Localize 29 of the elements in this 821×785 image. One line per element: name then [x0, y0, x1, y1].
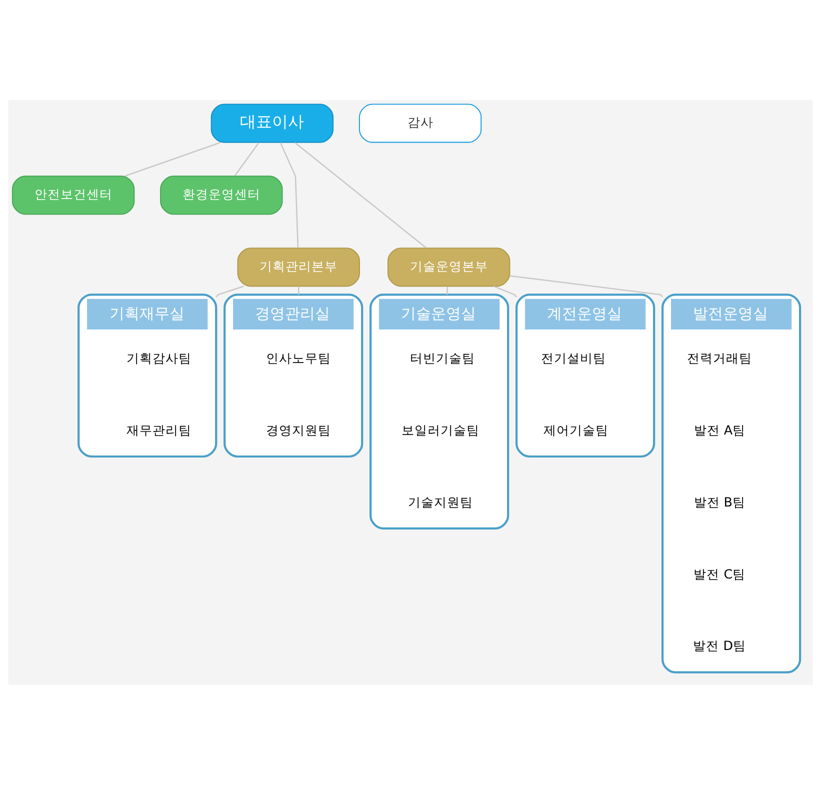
connector: [298, 286, 300, 295]
node-text: 발전 D팀: [693, 638, 746, 654]
node-text: 경영지원팀: [266, 422, 332, 438]
node-text: 기획감사팀: [126, 350, 192, 366]
node-text: 보일러기술팀: [401, 422, 480, 438]
node-box: 감사: [358, 104, 482, 143]
node-text: 재무관리팀: [126, 422, 192, 438]
node-box: 환경운영센터: [160, 176, 283, 215]
node-text: 전기설비팀: [541, 350, 606, 366]
node-text: 발전 B팀: [694, 494, 746, 510]
node-text: 제어기술팀: [543, 422, 608, 438]
connector: [216, 286, 244, 298]
connector: [294, 142, 427, 248]
connector: [493, 286, 518, 298]
node-text: 인사노무팀: [266, 350, 332, 366]
node-text: 발전 C팀: [694, 566, 746, 582]
connector: [510, 275, 663, 298]
node-box: 안전보건센터: [12, 176, 135, 215]
node-box: 대표이사: [210, 104, 334, 143]
node-text: 발전 A팀: [694, 422, 746, 438]
connector: [446, 286, 448, 295]
connector: [234, 142, 260, 176]
node-text: 전력거래팀: [687, 350, 752, 366]
node-box: 기획관리본부: [237, 248, 360, 287]
connector: [280, 142, 299, 248]
connector: [124, 142, 221, 177]
node-text: 기술지원팀: [408, 494, 473, 510]
node-text: 터빈기술팀: [410, 350, 475, 366]
node-box: 기술운영본부: [388, 248, 510, 287]
